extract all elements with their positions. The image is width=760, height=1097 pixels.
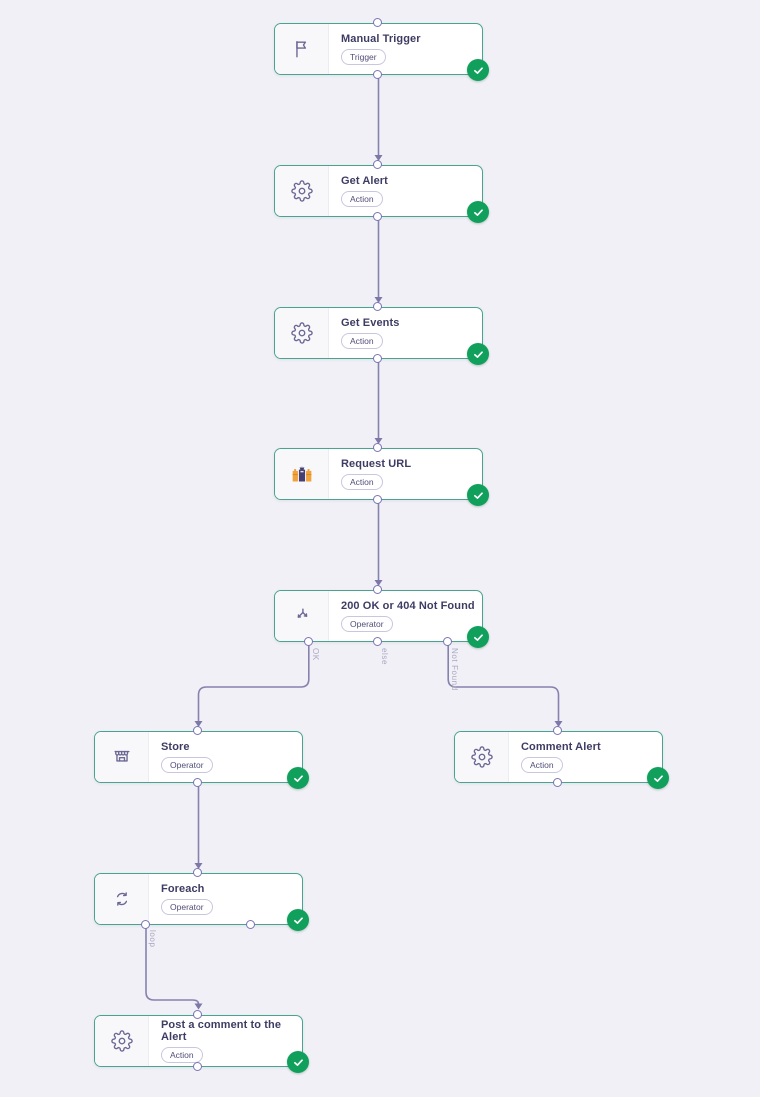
node-type-badge: Operator (161, 899, 213, 915)
branch-label-ok: OK (311, 648, 320, 661)
node-title: 200 OK or 404 Not Found (341, 600, 475, 613)
node-type-badge: Action (341, 333, 383, 349)
port-out-manual-trigger[interactable] (373, 70, 382, 79)
node-title: Get Alert (341, 175, 388, 188)
port-in-http-status-operator[interactable] (373, 585, 382, 594)
gear-icon (455, 732, 509, 782)
port-out-get-events[interactable] (373, 354, 382, 363)
node-title: Get Events (341, 317, 400, 330)
node-title: Manual Trigger (341, 33, 421, 46)
port-in-store[interactable] (193, 726, 202, 735)
node-type-badge: Action (341, 474, 383, 490)
node-type-badge: Operator (341, 616, 393, 632)
port-in-request-url[interactable] (373, 443, 382, 452)
node-comment-alert[interactable]: Comment Alert Action (454, 731, 669, 789)
node-title: Store (161, 741, 190, 754)
node-post-comment[interactable]: Post a comment to the Alert Action (94, 1015, 309, 1073)
flag-icon (275, 24, 329, 74)
port-in-post-comment[interactable] (193, 1010, 202, 1019)
port-in-manual-trigger[interactable] (373, 18, 382, 27)
port-out-comment-alert[interactable] (553, 778, 562, 787)
gear-icon (275, 166, 329, 216)
branch-label-loop: loop (148, 930, 157, 948)
node-type-badge: Action (161, 1047, 203, 1063)
port-out-else[interactable] (373, 637, 382, 646)
node-get-events[interactable]: Get Events Action (274, 307, 489, 365)
branch-label-not-found: Not Found (450, 648, 459, 691)
node-manual-trigger[interactable]: Manual Trigger Trigger (274, 23, 489, 81)
arrowheads (194, 155, 563, 1010)
success-check-icon (467, 59, 489, 81)
node-http-status-operator[interactable]: 200 OK or 404 Not Found Operator (274, 590, 489, 648)
success-check-icon (287, 909, 309, 931)
connector-loop-to-post-comment (145, 925, 200, 1005)
branch-label-else: else (380, 648, 389, 666)
gear-icon (275, 308, 329, 358)
store-icon (95, 732, 149, 782)
node-title: Comment Alert (521, 741, 601, 754)
node-type-badge: Trigger (341, 49, 386, 65)
port-out-foreach-exit[interactable] (246, 920, 255, 929)
port-out-foreach-loop[interactable] (141, 920, 150, 929)
node-store[interactable]: Store Operator (94, 731, 309, 789)
node-type-badge: Operator (161, 757, 213, 773)
loop-icon (95, 874, 149, 924)
node-title: Foreach (161, 883, 205, 896)
port-in-get-events[interactable] (373, 302, 382, 311)
success-check-icon (287, 1051, 309, 1073)
connector-ok-to-store (197, 642, 310, 721)
success-check-icon (467, 343, 489, 365)
node-type-badge: Action (521, 757, 563, 773)
success-check-icon (287, 767, 309, 789)
port-out-not-found[interactable] (443, 637, 452, 646)
node-foreach[interactable]: Foreach Operator (94, 873, 309, 931)
urlscan-logo-icon (275, 449, 329, 499)
node-type-badge: Action (341, 191, 383, 207)
port-out-get-alert[interactable] (373, 212, 382, 221)
port-in-comment-alert[interactable] (553, 726, 562, 735)
port-out-ok[interactable] (304, 637, 313, 646)
success-check-icon (467, 484, 489, 506)
port-out-store[interactable] (193, 778, 202, 787)
success-check-icon (647, 767, 669, 789)
success-check-icon (467, 201, 489, 223)
node-request-url[interactable]: Request URL Action (274, 448, 489, 506)
node-get-alert[interactable]: Get Alert Action (274, 165, 489, 223)
node-title: Request URL (341, 458, 412, 471)
branch-split-icon (275, 591, 329, 641)
port-in-get-alert[interactable] (373, 160, 382, 169)
gear-icon (95, 1016, 149, 1066)
port-out-post-comment[interactable] (193, 1062, 202, 1071)
connector-notfound-to-comment-alert (447, 642, 560, 721)
port-out-request-url[interactable] (373, 495, 382, 504)
success-check-icon (467, 626, 489, 648)
node-title: Post a comment to the Alert (161, 1019, 282, 1044)
port-in-foreach[interactable] (193, 868, 202, 877)
